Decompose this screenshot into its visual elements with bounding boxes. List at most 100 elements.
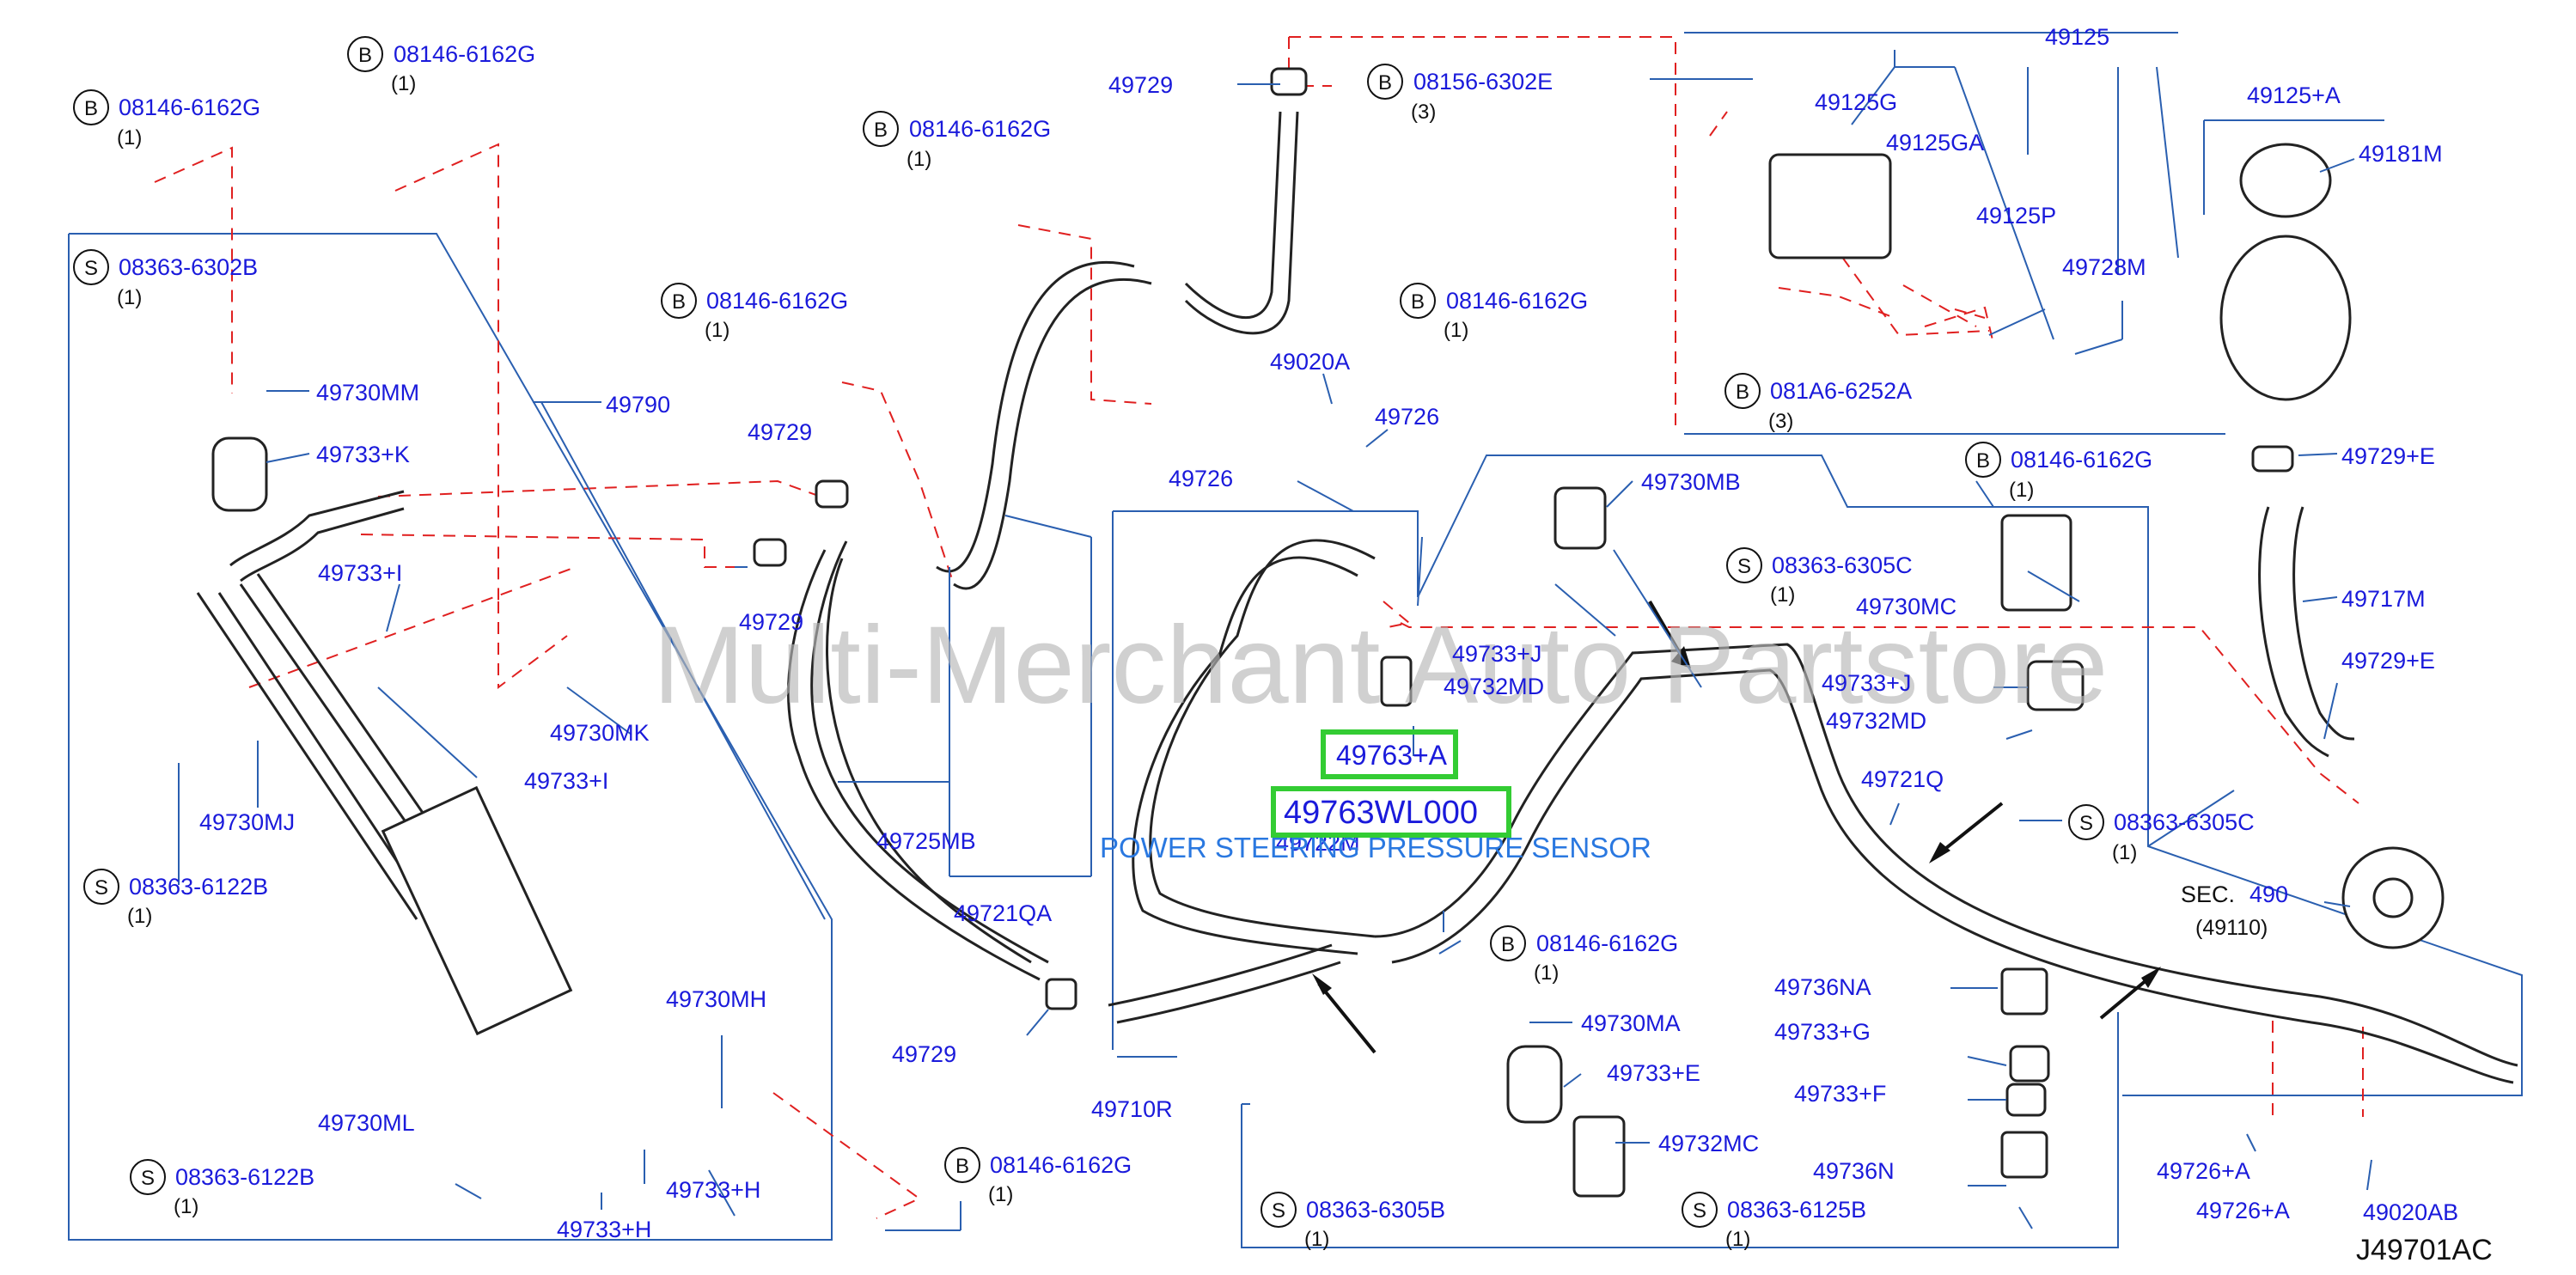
grommet-49733J (2026, 660, 2085, 711)
bracket-49730MB (1554, 486, 1607, 550)
label-49732MD-a: 49732MD (1444, 674, 1544, 699)
label-49125P: 49125P (1976, 203, 2056, 229)
highlight-part-label[interactable]: 49763+A (1336, 740, 1448, 771)
diagram-code: J49701AC (2356, 1234, 2493, 1266)
svg-text:B: B (1976, 449, 1990, 473)
fastener-qty: (1) (1770, 583, 1795, 607)
label-49730ML: 49730ML (318, 1110, 415, 1136)
fastener-qty: (1) (2112, 841, 2137, 864)
label-49726A-b: 49726+A (2196, 1198, 2290, 1223)
group-outlines (68, 32, 2523, 1248)
fastener-qty: (1) (2009, 479, 2034, 502)
clamp-49736NA (2000, 967, 2048, 1016)
label-49729E-a: 49729+E (2341, 443, 2435, 469)
fastener-callout: B 08146-6162G (1) (661, 283, 848, 342)
svg-text:S: S (1737, 555, 1751, 578)
highlight-caption: POWER STEERING PRESSURE SENSOR (1100, 832, 1651, 863)
label-49125GA: 49125GA (1886, 130, 1984, 156)
hose-clamp-top (1270, 67, 1308, 96)
label-49181M: 49181M (2359, 141, 2443, 167)
label-49721Q: 49721Q (1861, 766, 1944, 792)
label-49730MM: 49730MM (316, 380, 419, 406)
section-reference: SEC. 490 (49110) (2181, 882, 2288, 940)
svg-text:S: S (95, 876, 108, 900)
svg-text:S: S (1693, 1199, 1706, 1223)
svg-text:B: B (1378, 71, 1392, 95)
fastener-callout: B 08146-6162G (1) (944, 1147, 1132, 1206)
label-49726-b: 49726 (1169, 466, 1233, 491)
svg-text:B: B (874, 119, 888, 142)
label-49730MH: 49730MH (666, 986, 766, 1012)
leaders (178, 50, 2372, 1231)
highlight-part-number[interactable]: 49763WL000 (1284, 795, 1478, 831)
label-49790: 49790 (606, 392, 670, 418)
fastener-number: 08146-6162G (2011, 447, 2152, 473)
svg-text:S: S (1272, 1199, 1285, 1223)
svg-text:S: S (84, 257, 98, 280)
label-49729-a: 49729 (748, 419, 812, 445)
fastener-callout: S 08363-6125B (1) (1682, 1192, 1866, 1251)
pump-pulley (2372, 877, 2414, 918)
fastener-number: 08363-6302B (119, 254, 258, 280)
label-49721QA: 49721QA (954, 900, 1052, 926)
watermark: Multi-Merchant Auto Partstore (653, 604, 2108, 727)
svg-text:B: B (1501, 933, 1515, 956)
sensor-body (1380, 656, 1413, 707)
fastener-number: 081A6-6252A (1770, 378, 1912, 404)
grommet-49733E (1506, 1045, 1563, 1124)
fastener-callout: S 08363-6305C (1) (2068, 804, 2255, 864)
fastener-callout: B 081A6-6252A (3) (1724, 373, 1912, 433)
label-49730MC: 49730MC (1856, 594, 1956, 619)
fastener-number: 08146-6162G (394, 41, 535, 67)
hose-clamp-49729-c (1045, 978, 1077, 1010)
assembly-lines (154, 36, 2364, 1219)
grommet-49733F (2005, 1083, 2047, 1117)
fastener-qty: (1) (117, 286, 142, 309)
label-49125A: 49125+A (2247, 82, 2341, 108)
label-49733F: 49733+F (1794, 1081, 1886, 1107)
svg-text:S: S (141, 1167, 155, 1190)
bracket-49730MC (2000, 514, 2072, 612)
fastener-callout: S 08363-6302B (1) (73, 249, 258, 309)
label-49730MK: 49730MK (550, 720, 650, 746)
reservoir-body (2219, 235, 2352, 401)
label-49729-c: 49729 (892, 1041, 956, 1067)
label-49733E: 49733+E (1607, 1060, 1700, 1086)
fastener-callout: B 08156-6302E (3) (1367, 64, 1553, 124)
svg-text:B: B (1736, 381, 1749, 404)
label-49733J-b: 49733+J (1822, 670, 1911, 696)
label-49729-top: 49729 (1108, 72, 1173, 98)
fastener-number: 08363-6305C (2114, 809, 2255, 835)
grommet-49733K (211, 436, 268, 512)
label-49726-a: 49726 (1375, 404, 1439, 430)
section-number[interactable]: 490 (2249, 882, 2288, 907)
fastener-callouts: B 08146-6162G (1) B 08146-6162G (1) S 08… (73, 36, 2255, 1251)
label-49726A-a: 49726+A (2157, 1158, 2250, 1184)
bracket-49732MC (1572, 1115, 1626, 1198)
label-49725MB: 49725MB (876, 828, 976, 854)
fastener-number: 08363-6305B (1306, 1197, 1445, 1223)
fastener-callout: B 08146-6162G (1) (1965, 442, 2152, 502)
fastener-number: 08146-6162G (1536, 930, 1678, 956)
fastener-number: 08146-6162G (990, 1152, 1132, 1178)
fastener-qty: (1) (1534, 961, 1559, 985)
highlighted-part: 49763+A 49763WL000 POWER STEERING PRESSU… (1100, 729, 1651, 863)
fastener-qty: (1) (988, 1183, 1013, 1206)
fastener-number: 08363-6305C (1772, 552, 1913, 578)
fastener-callout: S 08363-6122B (1) (83, 869, 268, 928)
part-labels: 49729 49790 49730MM 49733+K 49733+I 4973… (199, 24, 2458, 1242)
fastener-number: 08363-6122B (175, 1164, 314, 1190)
svg-text:B: B (1411, 290, 1425, 314)
svg-text:S: S (2079, 812, 2093, 835)
fastener-callout: B 08146-6162G (1) (1490, 925, 1678, 985)
fastener-number: 08146-6162G (119, 95, 260, 120)
hose-clamp-49729-b (753, 538, 787, 567)
label-49733H-b: 49733+H (557, 1217, 651, 1242)
label-49710R: 49710R (1091, 1096, 1173, 1122)
fastener-number: 08146-6162G (706, 288, 848, 314)
clamp-49736N (2000, 1131, 2048, 1179)
label-49732MC: 49732MC (1658, 1131, 1759, 1156)
label-49729-b: 49729 (739, 609, 803, 635)
fastener-qty: (1) (705, 319, 729, 342)
components (211, 67, 2445, 1198)
